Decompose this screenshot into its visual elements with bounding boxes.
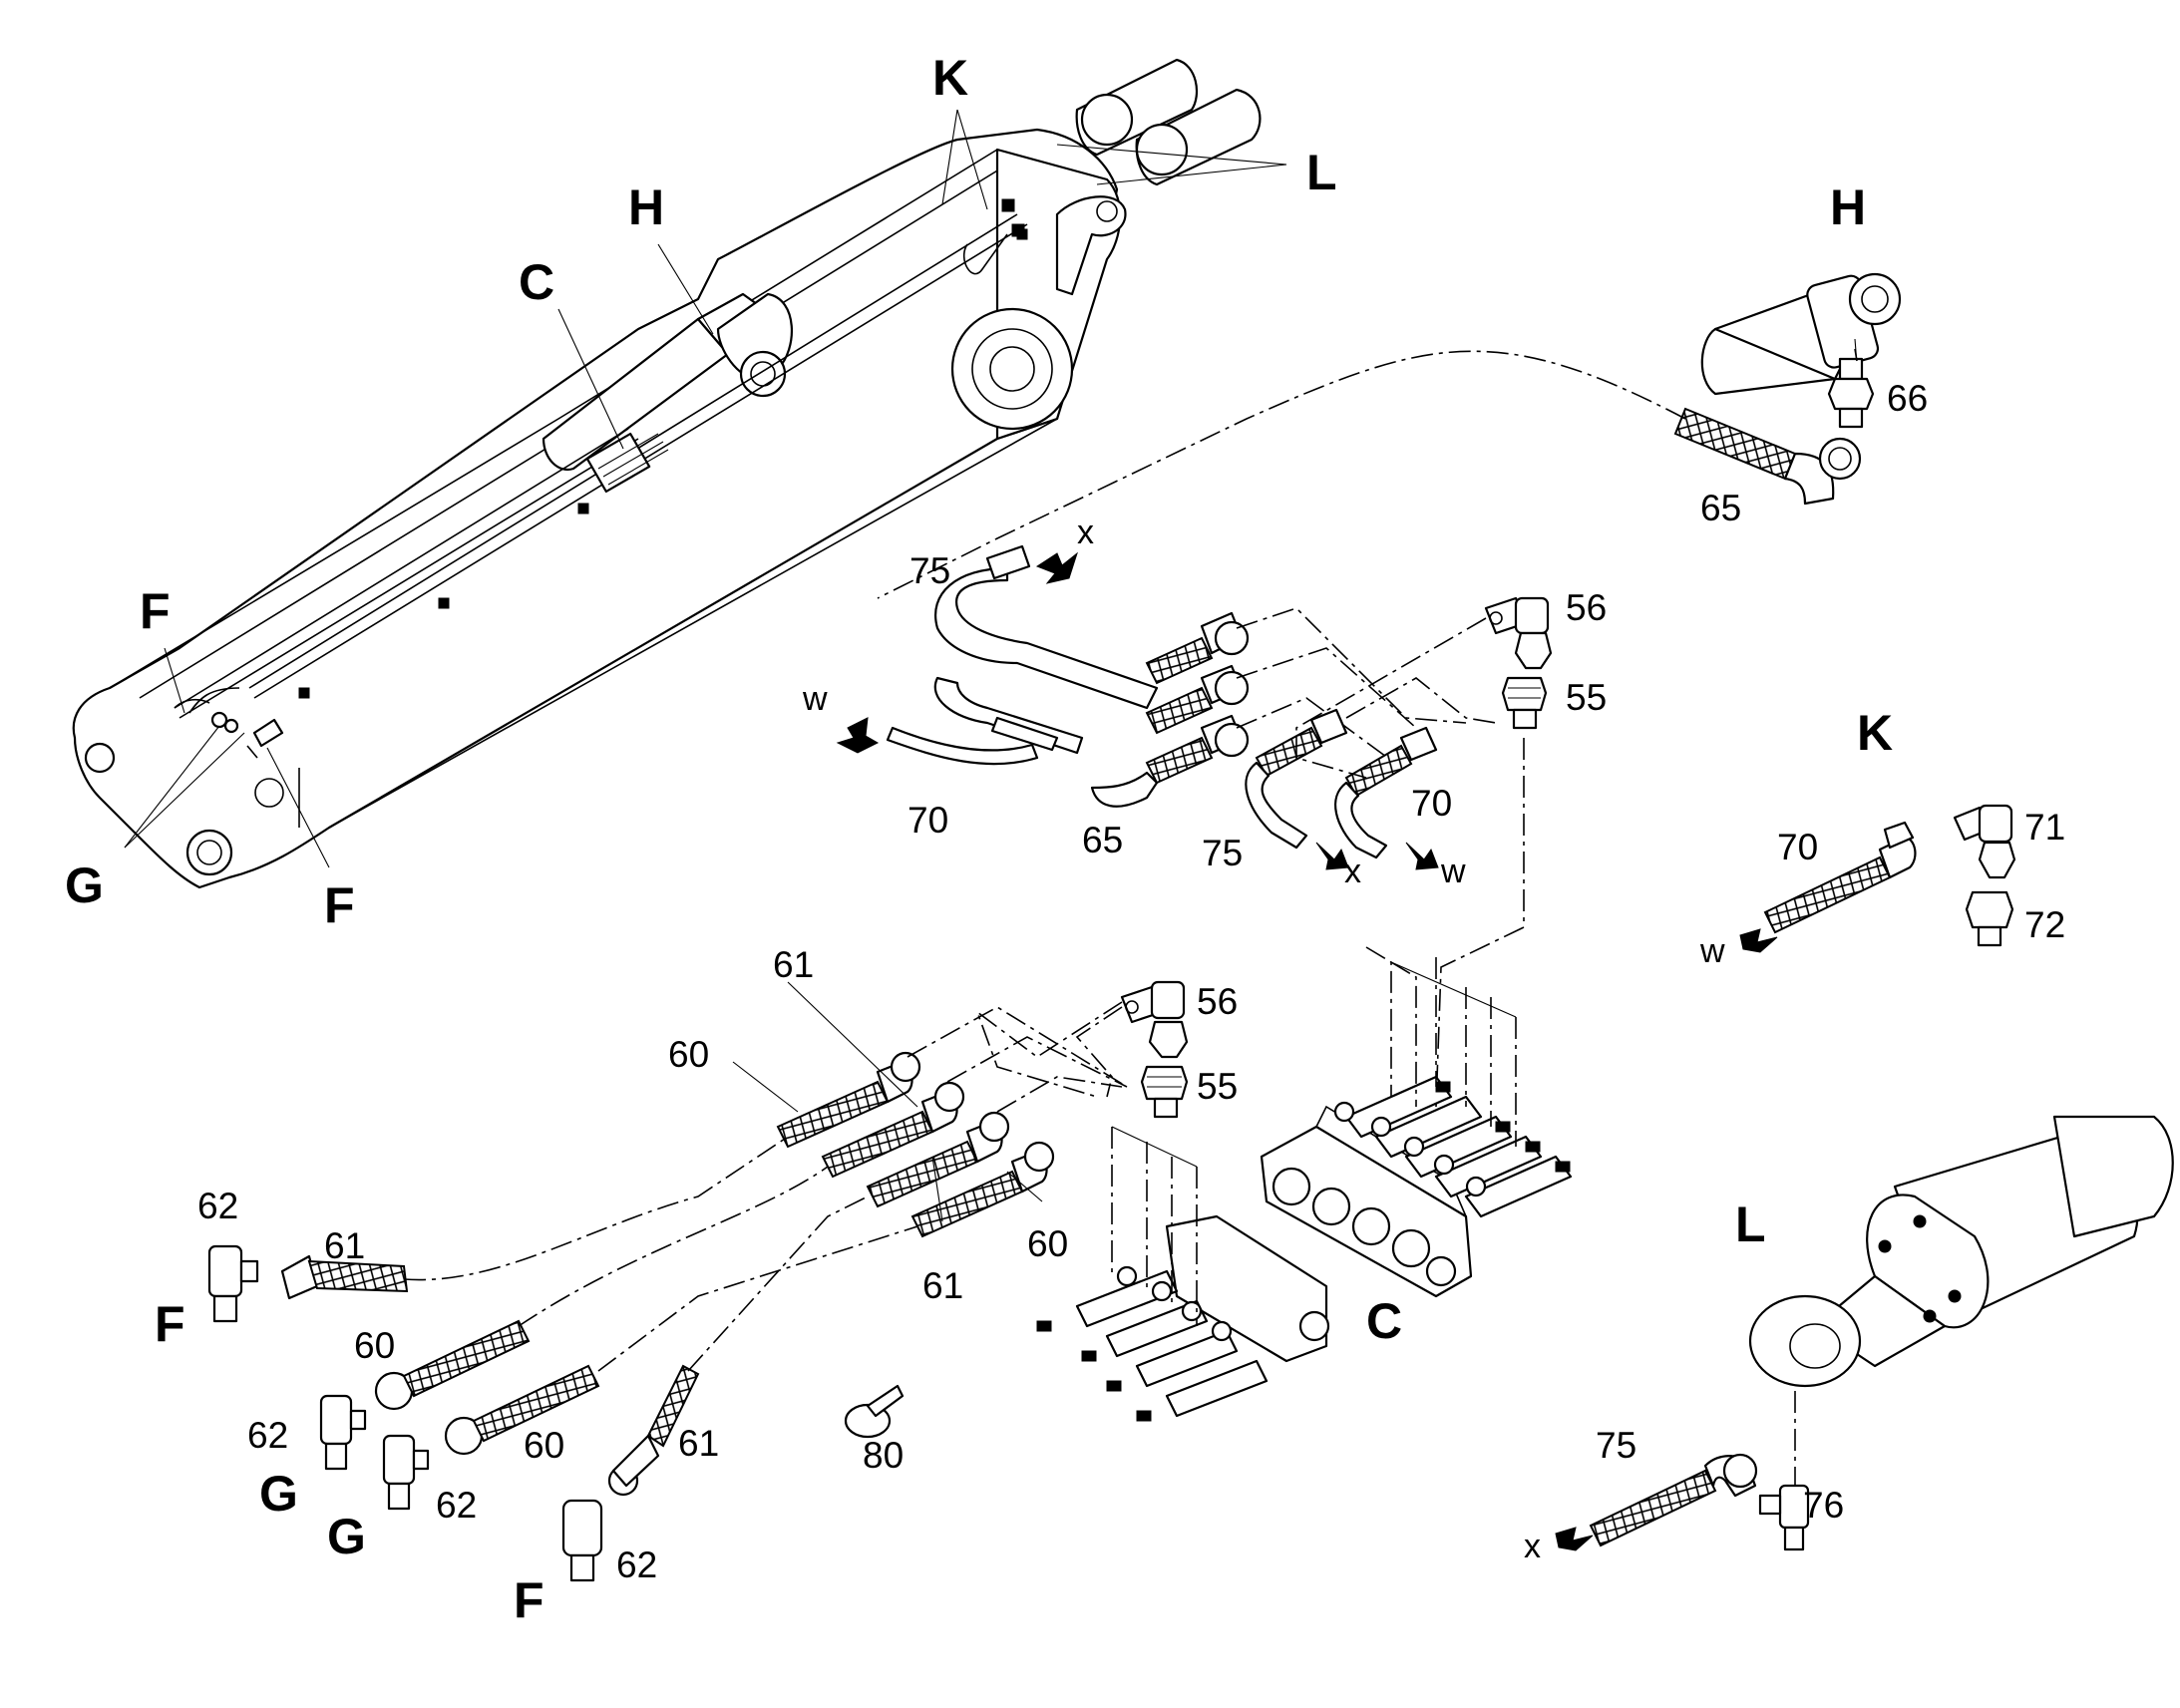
label-71: 71 (2024, 807, 2065, 848)
boom-assembly (72, 58, 1262, 889)
labels: K L H C F G F H 66 65 x 75 w 70 65 75 70… (65, 50, 2065, 1628)
label-61-top: 61 (773, 944, 814, 985)
manifold-lower (1036, 1214, 1330, 1422)
label-75-mid: 75 (1202, 833, 1243, 873)
label-70-k: 70 (1777, 827, 1818, 867)
label-k: K (932, 50, 968, 106)
label-g: G (65, 857, 104, 913)
manifold-lower-leaders (1111, 1126, 1198, 1326)
fitting-56-lower (1120, 980, 1189, 1059)
flow-arrows (836, 551, 1778, 1551)
fitting-56-upper (1484, 596, 1553, 670)
manifold-c (1260, 1075, 1573, 1298)
label-62-d: 62 (616, 1544, 657, 1585)
hose-61-short (280, 1254, 409, 1300)
manifold-c-leaders (1365, 946, 1517, 1147)
fitting-55-lower (1140, 1065, 1189, 1119)
label-66: 66 (1887, 378, 1928, 419)
label-l: L (1306, 145, 1337, 200)
fitting-62-g-a (319, 1394, 367, 1471)
hose-group-upper (886, 544, 1250, 808)
fitting-62-f-bottom (561, 1499, 603, 1582)
label-60-right: 60 (1027, 1223, 1068, 1264)
label-65-mid: 65 (1082, 820, 1123, 860)
label-70-mid: 70 (1411, 783, 1452, 824)
label-x-l: x (1524, 1528, 1541, 1565)
boom-distributor (585, 432, 669, 494)
label-62-c: 62 (436, 1485, 477, 1526)
label-80: 80 (863, 1435, 904, 1476)
label-55-top: 55 (1566, 677, 1607, 718)
label-55-bottom: 55 (1197, 1066, 1238, 1107)
label-75-top: 75 (909, 550, 950, 591)
hose-pair-75-70 (1245, 708, 1438, 859)
label-c-detail: C (1366, 1293, 1402, 1349)
label-60-left: 60 (354, 1325, 395, 1366)
label-70-top: 70 (908, 800, 948, 841)
fitting-62-f-top (207, 1244, 259, 1323)
detail-l (1589, 1115, 2174, 1551)
hose-61-angled (607, 1364, 700, 1497)
label-76: 76 (1803, 1485, 1844, 1526)
label-f-top: F (140, 583, 171, 639)
label-60-bottom: 60 (524, 1425, 564, 1466)
detail-h (1673, 272, 1902, 506)
hose-60-b (444, 1364, 600, 1456)
hoses-60-61-group (776, 1051, 1055, 1238)
label-f-bottom-left: F (514, 1572, 545, 1628)
label-g-a: G (259, 1466, 298, 1522)
detail-k (1763, 804, 2016, 947)
label-60-top: 60 (668, 1034, 709, 1075)
clamp-80 (844, 1384, 905, 1439)
label-f-left: F (155, 1296, 185, 1352)
label-62-a: 62 (197, 1186, 238, 1226)
label-56-bottom: 56 (1197, 981, 1238, 1022)
label-h: H (628, 179, 664, 235)
label-k-detail: K (1857, 705, 1893, 761)
fitting-62-g-b (382, 1434, 430, 1511)
label-61-bottom: 61 (678, 1423, 719, 1464)
label-72: 72 (2024, 904, 2065, 945)
label-61-mid: 61 (922, 1265, 963, 1306)
label-f-bottom: F (324, 877, 355, 933)
boom-leaders (124, 109, 1287, 868)
label-l-detail: L (1735, 1196, 1766, 1252)
label-x-mid: x (1344, 853, 1361, 890)
hose-60-a (374, 1319, 531, 1411)
hose-60-61-leaders (732, 981, 1043, 1222)
label-75-l: 75 (1596, 1425, 1636, 1466)
fitting-55-upper (1501, 676, 1548, 730)
label-65-h: 65 (1700, 488, 1741, 528)
label-62-b: 62 (247, 1415, 288, 1456)
label-w-top: w (802, 680, 828, 718)
label-h-detail: H (1830, 179, 1866, 235)
label-61-left: 61 (324, 1225, 365, 1266)
label-w-k: w (1699, 932, 1725, 970)
label-w-mid: w (1440, 853, 1466, 890)
label-x-top: x (1077, 513, 1094, 551)
label-g-b: G (327, 1509, 366, 1564)
label-56-top: 56 (1566, 587, 1607, 628)
label-c: C (519, 254, 554, 310)
